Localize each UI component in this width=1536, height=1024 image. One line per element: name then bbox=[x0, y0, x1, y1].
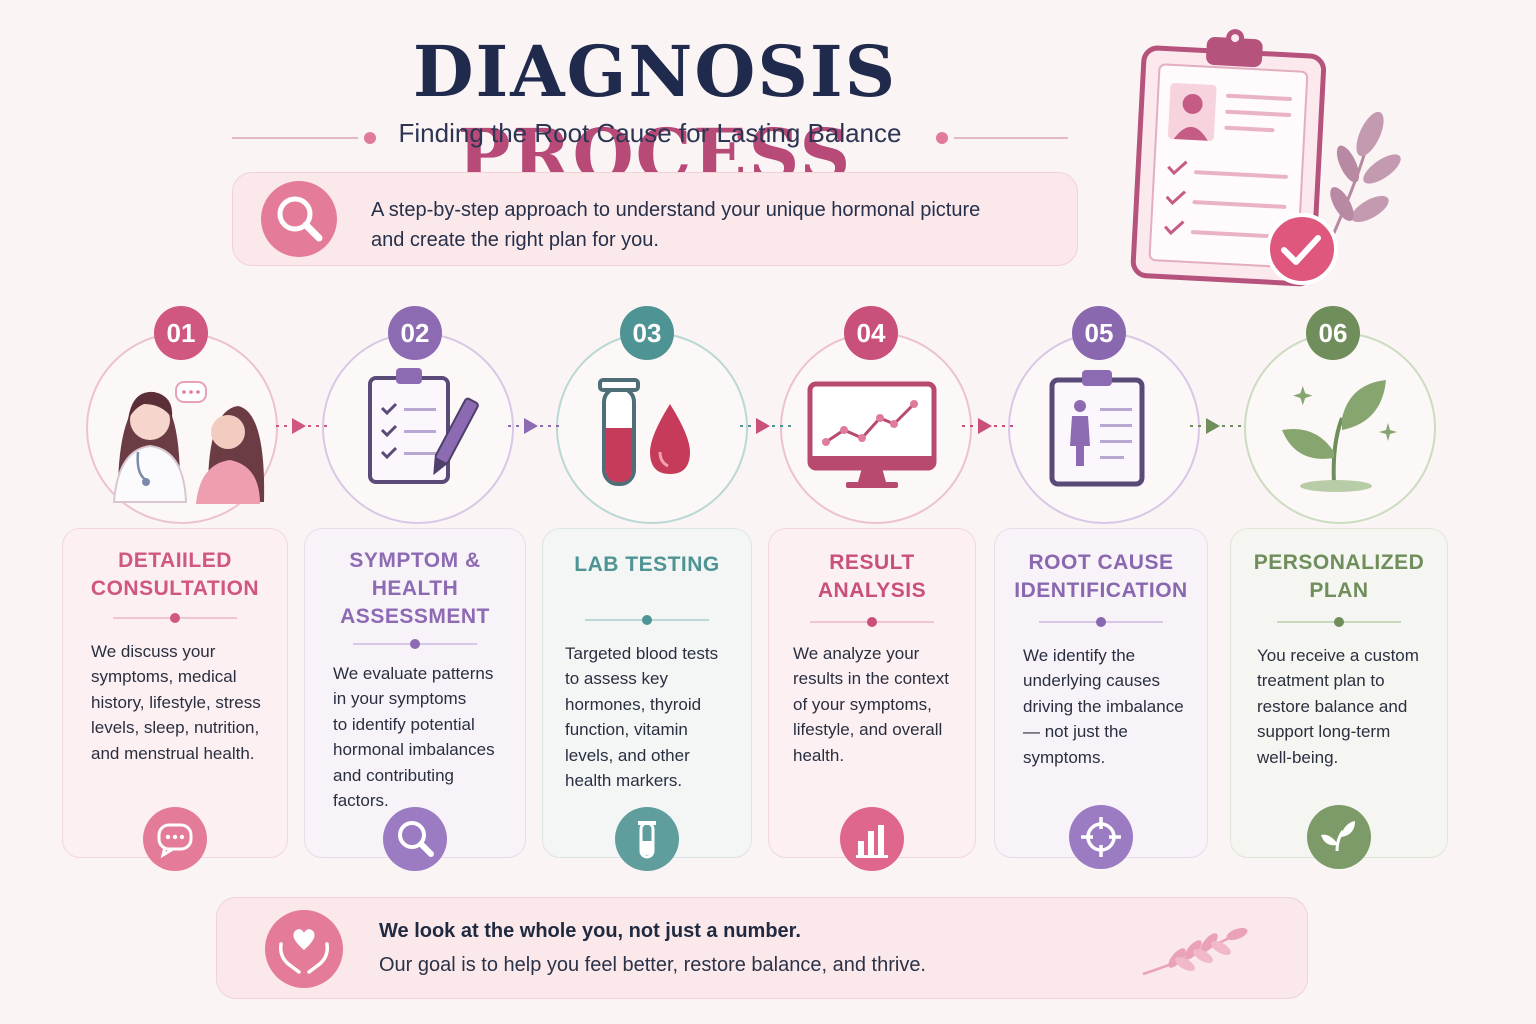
footer-headline: We look at the whole you, not just a num… bbox=[379, 920, 801, 942]
crosshair-icon bbox=[1069, 805, 1133, 869]
clipboard-check-icon bbox=[1130, 29, 1401, 287]
step-4-ring bbox=[780, 332, 972, 524]
page-title: DIAGNOSIS PROCESS bbox=[230, 30, 1080, 196]
body-clipboard-icon bbox=[1049, 370, 1145, 487]
bar-chart-icon bbox=[840, 807, 904, 871]
branch-icon bbox=[1142, 927, 1248, 976]
subtitle: Finding the Root Cause for Lasting Balan… bbox=[398, 118, 902, 148]
step-6-ring bbox=[1244, 332, 1436, 524]
step-4-badge: 04 bbox=[844, 306, 898, 360]
subtitle-line-right bbox=[954, 137, 1068, 139]
monitor-chart-icon bbox=[807, 381, 937, 488]
search-icon bbox=[261, 181, 337, 257]
step-3-ring bbox=[556, 332, 748, 524]
step-2-ring bbox=[322, 332, 514, 524]
title-part1: DIAGNOSIS bbox=[412, 30, 898, 113]
arrow-2-3 bbox=[508, 418, 562, 434]
test-tube-blood-drop-icon bbox=[598, 378, 690, 486]
heart-hands-icon bbox=[265, 910, 343, 988]
intro-box: A step-by-step approach to understand yo… bbox=[232, 172, 1078, 266]
sprout-icon bbox=[1282, 380, 1397, 492]
intro-line-2: and create the right plan for you. bbox=[371, 229, 659, 251]
test-tube-icon bbox=[615, 807, 679, 871]
step-5-badge: 05 bbox=[1072, 306, 1126, 360]
subtitle-dot-right bbox=[936, 132, 948, 144]
checklist-clipboard-icon bbox=[368, 368, 479, 484]
step-1-badge: 01 bbox=[154, 306, 208, 360]
subtitle-dot-left bbox=[364, 132, 376, 144]
intro-text: A step-by-step approach to understand yo… bbox=[371, 195, 1051, 255]
subtitle-row: Finding the Root Cause for Lasting Balan… bbox=[232, 118, 1068, 158]
step-1-ring bbox=[86, 332, 278, 524]
step-6-badge: 06 bbox=[1306, 306, 1360, 360]
footer-message: Our goal is to help you feel better, res… bbox=[379, 954, 926, 976]
step-2-badge: 02 bbox=[388, 306, 442, 360]
arrow-4-5 bbox=[962, 418, 1016, 434]
arrow-5-6 bbox=[1190, 418, 1244, 434]
leaf-icon bbox=[1307, 805, 1371, 869]
magnifier-icon bbox=[383, 807, 447, 871]
chat-icon bbox=[143, 807, 207, 871]
subtitle-line-left bbox=[232, 137, 358, 139]
step-3-badge: 03 bbox=[620, 306, 674, 360]
footer-box: We look at the whole you, not just a num… bbox=[216, 897, 1308, 999]
step-5-ring bbox=[1008, 332, 1200, 524]
doctor-patient-icon bbox=[112, 381, 265, 504]
step-3-title: LAB TESTING bbox=[574, 553, 720, 576]
arrow-1-2 bbox=[276, 418, 330, 434]
arrow-3-4 bbox=[740, 418, 794, 434]
intro-line-1: A step-by-step approach to understand yo… bbox=[371, 199, 981, 221]
